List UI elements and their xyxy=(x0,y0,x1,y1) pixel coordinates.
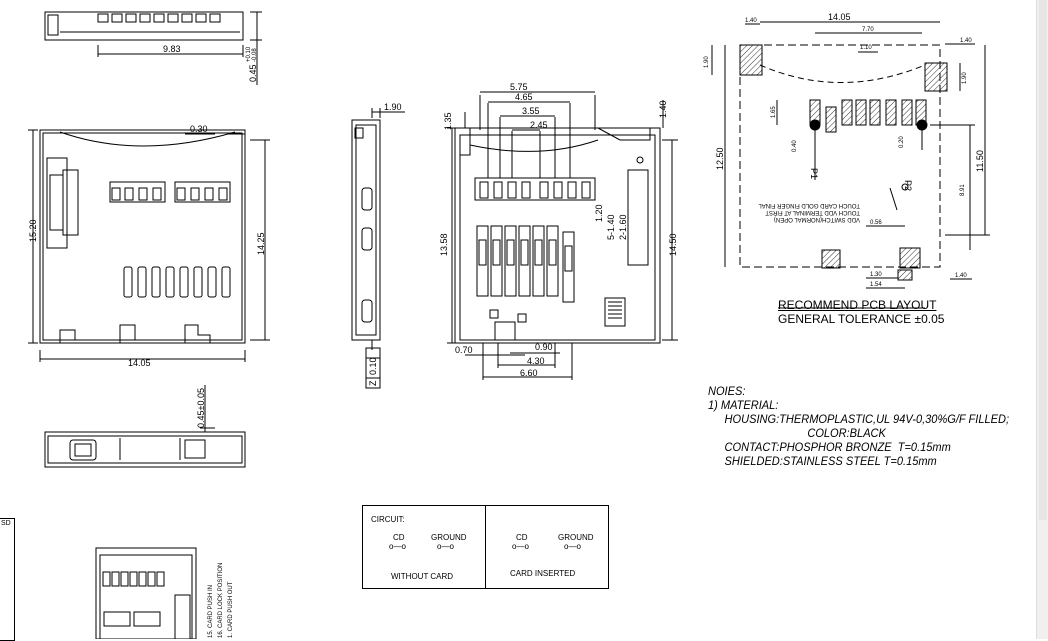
middle-top-view xyxy=(447,91,678,380)
pcb-note-line-3: TOUCH CARD GOLD FINGER FINAL xyxy=(758,202,860,208)
pcb-label-p1: P1 xyxy=(809,168,819,179)
circuit-ground-left: GROUND xyxy=(431,533,467,542)
dim-mid-1-40: 1.40 xyxy=(658,100,668,118)
dim-pcb-0-20: 0.20 xyxy=(899,136,905,148)
scrollbar-thumb[interactable] xyxy=(1039,0,1047,520)
dim-mid-0-70: 0.70 xyxy=(455,345,473,355)
dim-pcb-1-65: 1.65 xyxy=(771,106,777,118)
dim-flatness: 0.10 xyxy=(368,357,378,375)
dim-pcb-8-91: 8.91 xyxy=(960,184,966,196)
dim-pcb-1-40-br: 1.40 xyxy=(955,273,967,279)
circuit-ground-right: GROUND xyxy=(558,533,594,542)
pcb-note-line-2: TOUCH VDD TERMINAL AT FIRST xyxy=(765,209,860,215)
dim-mid-5-140: 5-1.40 xyxy=(606,214,616,240)
side-view xyxy=(351,108,405,389)
dim-pcb-1-40-right: 1.40 xyxy=(960,38,972,44)
dim-mid-1-20: 1.20 xyxy=(594,204,604,222)
vertical-scrollbar[interactable] xyxy=(1036,0,1048,639)
notes-contact: CONTACT:PHOSPHOR BRONZE T=0.15mm xyxy=(724,440,951,454)
dim-mid-0-90: 0.90 xyxy=(535,342,553,352)
dim-mid-2-160: 2-1.60 xyxy=(618,214,628,240)
dim-pcb-1-90-left: 1.90 xyxy=(704,56,710,68)
circuit-without-card-label: WITHOUT CARD xyxy=(391,572,454,581)
dim-front-width: 14.05 xyxy=(128,358,151,368)
pcb-caption-tolerance: GENERAL TOLERANCE ±0.05 xyxy=(778,312,945,326)
dim-pcb-0-40: 0.40 xyxy=(792,140,798,152)
dim-mid-6-60: 6.60 xyxy=(520,368,538,378)
notes-shielded: SHIELDED:STAINLESS STEEL T=0.15mm xyxy=(724,454,937,468)
dim-mid-3-55: 3.55 xyxy=(522,106,540,116)
top-view xyxy=(44,11,262,85)
dim-top-width: 9.83 xyxy=(163,44,181,54)
dim-pcb-1-40-top: 1.40 xyxy=(745,18,757,24)
dim-pcb-1-10: 1.10 xyxy=(860,45,872,51)
pcb-caption: RECOMMEND PCB LAYOUT GENERAL TOLERANCE ±… xyxy=(778,298,944,326)
dim-front-inner-height: 14.25 xyxy=(256,232,266,255)
dim-pcb-11-50: 11.50 xyxy=(975,150,985,172)
dim-mid-2-45: 2.45 xyxy=(530,120,548,130)
dim-top-tol-plus: +0.10 xyxy=(246,46,252,62)
push-label-2: 16. CARD LOCK POSITION xyxy=(218,563,224,638)
sd-table-header: SD xyxy=(1,520,11,527)
dim-pcb-14-05: 14.05 xyxy=(828,12,851,22)
dim-mid-5-75: 5.75 xyxy=(510,82,528,92)
switch-symbol-ground-left: o—o xyxy=(437,542,454,551)
dimension-labels: 9.83 0.45 +0.10 -0.08 0.30 15.20 14.25 1… xyxy=(28,12,985,638)
dim-mid-4-30: 4.30 xyxy=(527,356,545,366)
circuit-card-inserted-label: CARD INSERTED xyxy=(510,569,576,578)
circuit-without-card: CIRCUIT: CD GROUND o—o o—o WITHOUT CARD xyxy=(363,506,486,588)
dim-pcb-1-90-right: 1.90 xyxy=(962,72,968,84)
dim-flatness-datum: Z xyxy=(368,380,378,386)
switch-symbol-cd-right: o—o xyxy=(512,542,529,551)
pcb-note-line-1: VDD SWITCH(NORMAL OPEN) xyxy=(774,216,860,222)
bottom-view xyxy=(44,385,246,468)
front-view xyxy=(28,129,270,362)
dim-mid-4-65: 4.65 xyxy=(515,92,533,102)
switch-symbol-ground-right: o—o xyxy=(564,542,581,551)
sd-table: SD xyxy=(0,518,15,641)
dim-bottom-thick: 0.45±0.05 xyxy=(196,388,206,428)
dim-mid-14-50: 14.50 xyxy=(668,233,678,256)
notes-item-1: 1) MATERIAL: xyxy=(708,398,779,412)
pcb-layout xyxy=(711,21,990,309)
dim-front-height: 15.20 xyxy=(28,219,38,242)
bottom-iso-view xyxy=(95,547,197,639)
dim-front-gap: 0.30 xyxy=(190,124,208,134)
dim-pcb-0-56: 0.56 xyxy=(870,220,882,226)
dim-mid-13-58: 13.58 xyxy=(439,233,449,256)
circuit-card-inserted: CD GROUND o—o o—o CARD INSERTED xyxy=(486,506,608,588)
dim-pcb-1-54: 1.54 xyxy=(870,282,882,288)
circuit-box: CIRCUIT: CD GROUND o—o o—o WITHOUT CARD … xyxy=(362,505,609,589)
push-label-1: 15. CARD PUSH IN xyxy=(208,585,214,638)
notes-housing: HOUSING:THERMOPLASTIC,UL 94V-0,30%G/F FI… xyxy=(724,412,1010,426)
pcb-caption-title: RECOMMEND PCB LAYOUT xyxy=(778,298,937,312)
dim-side-width: 1.90 xyxy=(384,102,402,112)
notes-color: COLOR:BLACK xyxy=(807,426,886,440)
pcb-label-p2: P2 xyxy=(903,180,913,191)
dim-mid-1-35: 1.35 xyxy=(443,112,453,130)
circuit-cd-right: CD xyxy=(516,533,528,542)
dim-top-thick: 0.45 xyxy=(248,64,258,82)
push-label-3: 1. CARD PUSH OUT xyxy=(228,581,234,638)
dim-top-tol-minus: -0.08 xyxy=(252,48,258,62)
notes-heading: NOIES: xyxy=(708,384,746,398)
dim-pcb-1-30: 1.30 xyxy=(870,272,882,278)
switch-symbol-cd-left: o—o xyxy=(389,542,406,551)
circuit-label: CIRCUIT: xyxy=(371,515,405,524)
dim-pcb-7-70: 7.70 xyxy=(862,27,874,33)
notes-block: NOIES: 1) MATERIAL: HOUSING:THERMOPLASTI… xyxy=(708,384,1009,468)
dim-pcb-12-50: 12.50 xyxy=(715,147,725,170)
circuit-cd-left: CD xyxy=(393,533,405,542)
